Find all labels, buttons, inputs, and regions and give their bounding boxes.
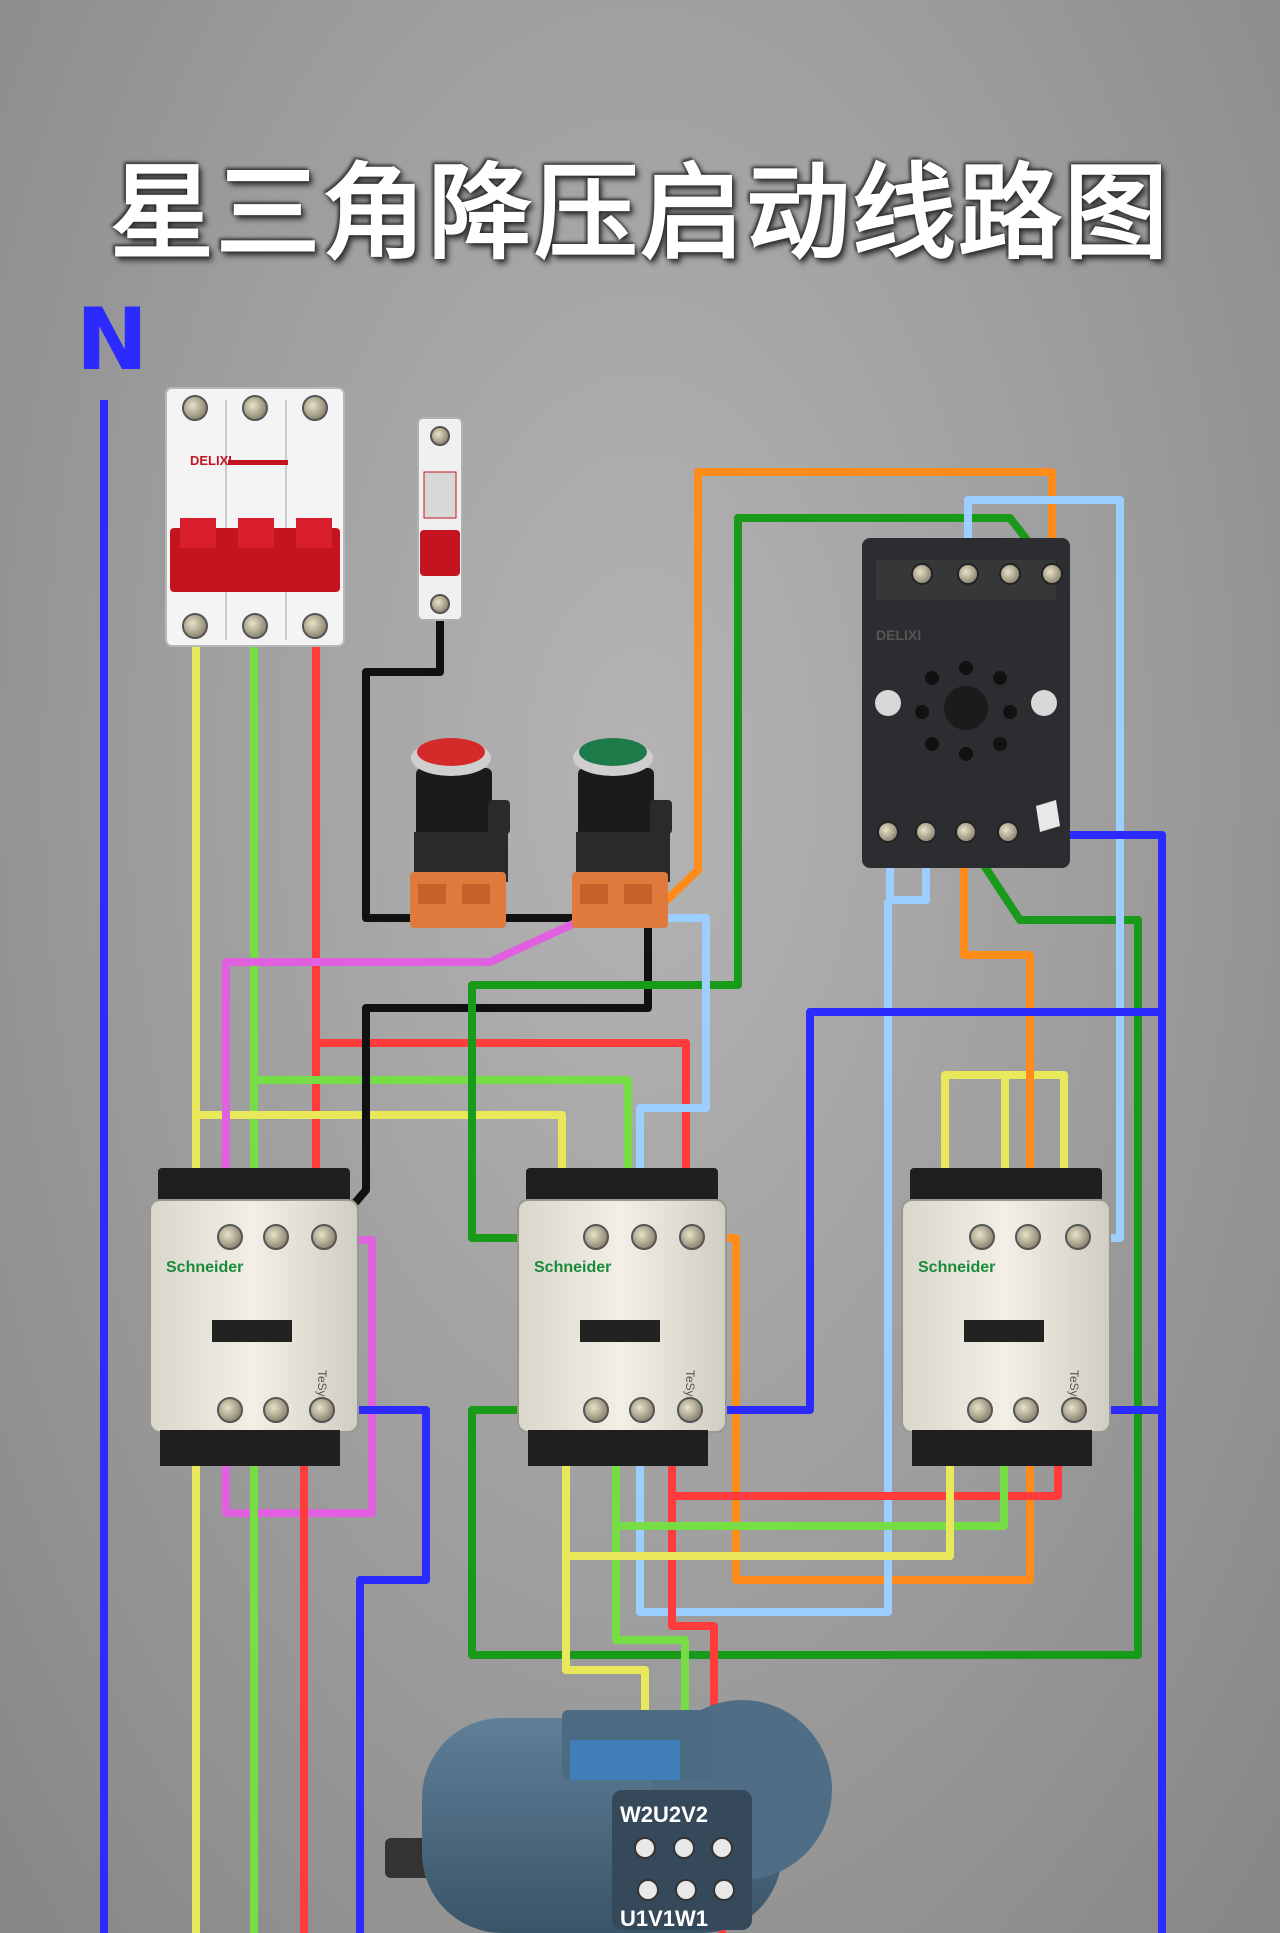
l3-wire-km2 [316,1039,690,1190]
motor: W2U2V2 U1V1W1 [385,1700,832,1933]
diagram-title: 星三角降压启动线路图 [109,152,1170,274]
hold-contact-wire [222,914,588,1240]
l2-wire-km2 [254,1076,632,1190]
breaker-brand: DELIXI [190,453,232,468]
motor-terminal-bottom: U1V1W1 [620,1906,708,1931]
neutral-return-km1 [322,1406,430,1933]
timer-wire-orange [645,468,1056,921]
motor-terminal-top: W2U2V2 [620,1802,708,1827]
stop-button [410,738,510,928]
km2-series: TeSys [683,1370,697,1403]
km3-series: TeSys [1067,1370,1081,1403]
contactor-km2: Schneider TeSys [517,1168,727,1466]
l1-wire-km2 [196,1111,566,1190]
timer-wire-green-2 [468,832,1142,1659]
time-relay: DELIXI [862,538,1070,868]
contactor-km1: Schneider TeSys [149,1168,359,1466]
contactor-km3: Schneider TeSys [901,1168,1111,1466]
neutral-label: N [76,290,148,390]
start-button [572,738,672,928]
lightblue-wire-2 [636,914,710,1238]
timer-wire-green [468,514,1056,1242]
km3-brand: Schneider [918,1259,995,1276]
single-pole-breaker [417,417,463,621]
neutral-return-km2 [690,1008,1162,1414]
km1-brand: Schneider [166,1259,243,1276]
relay-brand: DELIXI [876,627,921,643]
km2-brand: Schneider [534,1259,611,1276]
three-pole-breaker: DELIXI [165,387,345,647]
timer-wire-orange-2 [960,835,1034,1238]
km1-series: TeSys [315,1370,329,1403]
